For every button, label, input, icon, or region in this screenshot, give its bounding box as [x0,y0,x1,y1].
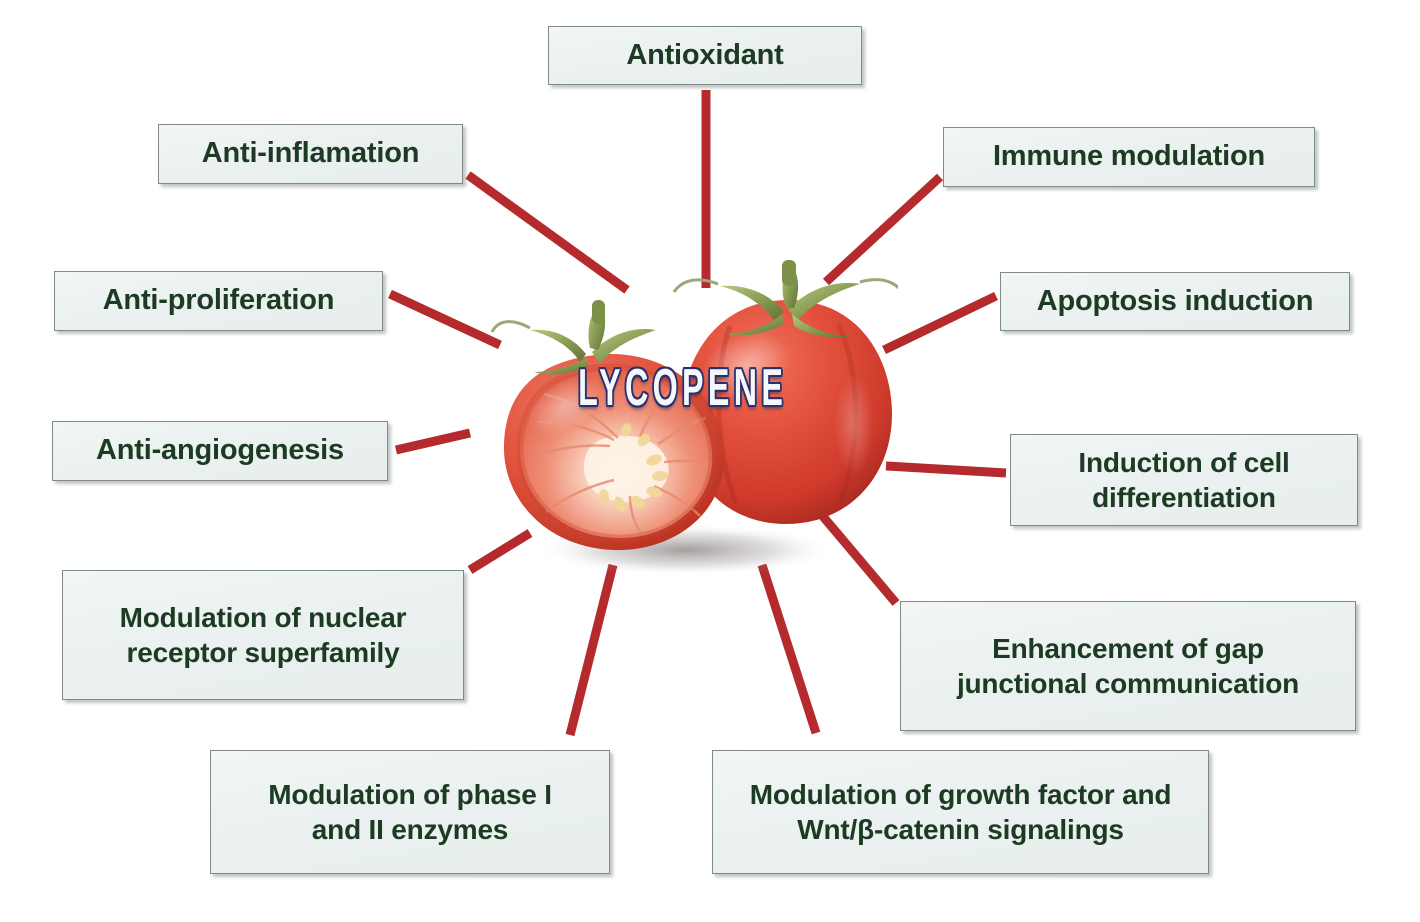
line-anti-angiogenesis [394,428,472,455]
node-label-anti-proliferation: Anti-proliferation [102,284,335,317]
node-immune-modulation[interactable]: Immune modulation [943,127,1315,187]
node-label-enhancement-of-gap-junctional-communication: Enhancement of gap junctional communicat… [956,633,1300,699]
halved-tomato [490,300,725,551]
node-label-anti-angiogenesis: Anti-angiogenesis [96,434,344,467]
node-modulation-of-growth-factor-and-wnt-b-catenin-signalings[interactable]: Modulation of growth factor and Wnt/β-ca… [712,750,1209,874]
node-anti-inflamation[interactable]: Anti-inflamation [158,124,463,184]
node-anti-angiogenesis[interactable]: Anti-angiogenesis [52,421,388,481]
node-label-antioxidant: Antioxidant [626,38,784,71]
node-enhancement-of-gap-junctional-communication[interactable]: Enhancement of gap junctional communicat… [900,601,1356,731]
node-anti-proliferation[interactable]: Anti-proliferation [54,271,383,331]
node-label-modulation-of-phase-i-and-ii-enzymes: Modulation of phase I and II enzymes [268,779,552,845]
node-induction-of-cell-differentiation[interactable]: Induction of cell differentiation [1010,434,1358,526]
node-label-modulation-of-nuclear-receptor-superfamily: Modulation of nuclear receptor superfami… [119,602,407,668]
line-induction-of-cell-diff [885,461,1007,478]
node-label-modulation-of-growth-factor-and-wnt-b-catenin-signalings: Modulation of growth factor and Wnt/β-ca… [749,779,1172,845]
node-label-anti-inflamation: Anti-inflamation [201,137,420,170]
node-modulation-of-phase-i-and-ii-enzymes[interactable]: Modulation of phase I and II enzymes [210,750,610,874]
line-apoptosis-induction [882,291,998,355]
node-modulation-of-nuclear-receptor-superfamily[interactable]: Modulation of nuclear receptor superfami… [62,570,464,700]
line-modulation-growth-factor [757,563,821,735]
node-apoptosis-induction[interactable]: Apoptosis induction [1000,272,1350,331]
node-antioxidant[interactable]: Antioxidant [548,26,862,85]
whole-tomato [672,260,898,524]
whole-tomato-stem [672,260,898,338]
line-modulation-phase-enzymes [565,563,618,737]
tomato-image [468,248,898,578]
node-label-immune-modulation: Immune modulation [992,140,1266,173]
node-label-apoptosis-induction: Apoptosis induction [1036,284,1314,317]
node-label-induction-of-cell-differentiation: Induction of cell differentiation [1078,447,1290,513]
